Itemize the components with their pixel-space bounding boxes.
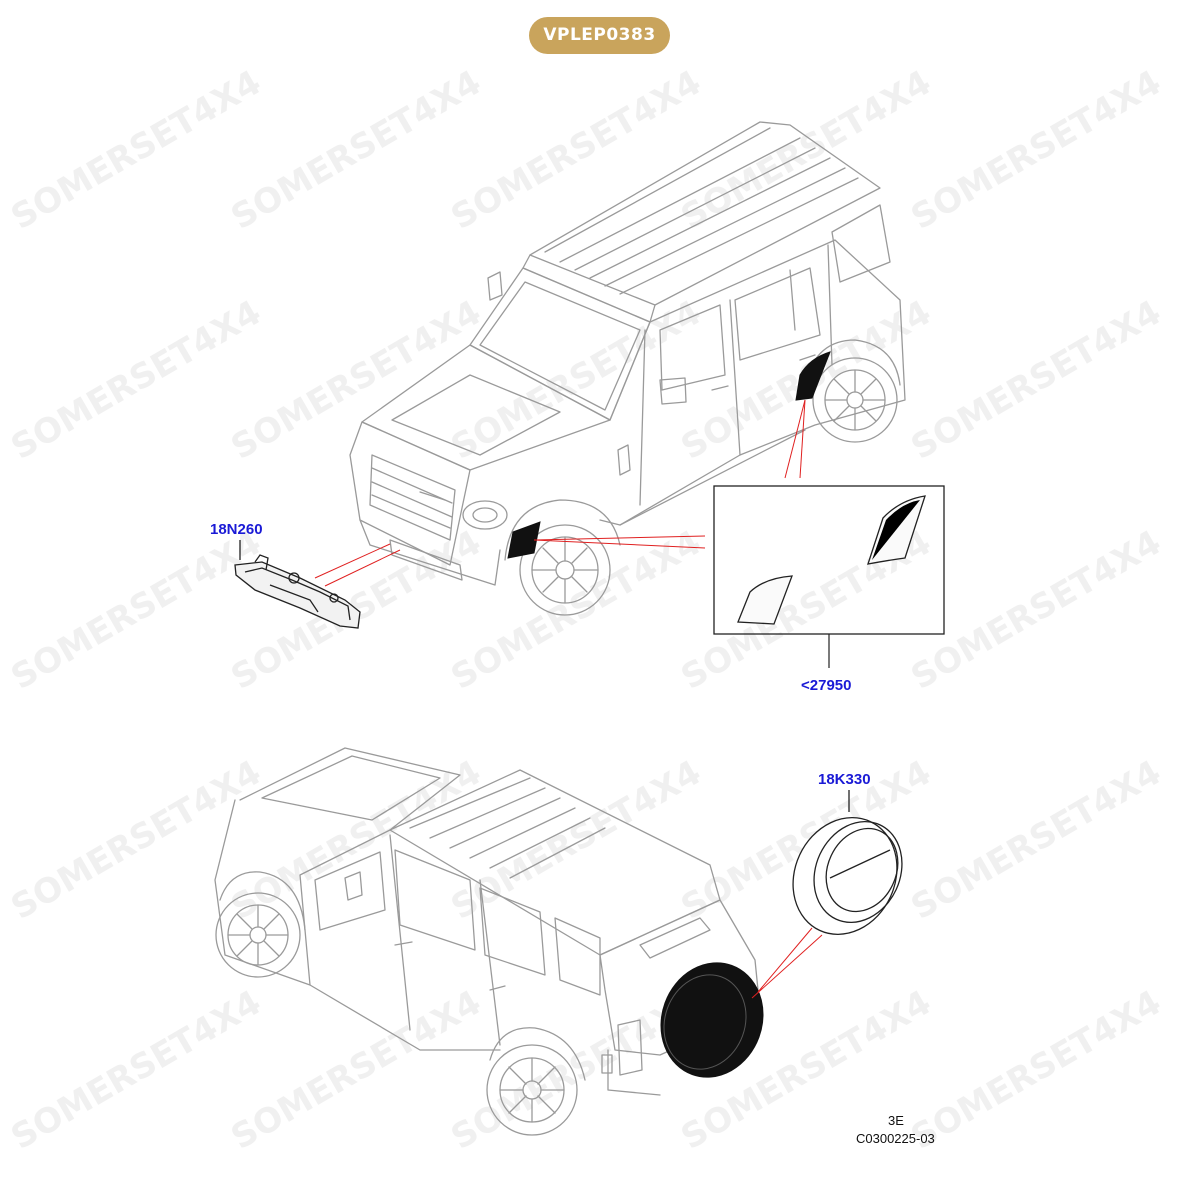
- part-18k330-spare-cover: [792, 790, 903, 935]
- front-arch-trim: [507, 521, 541, 559]
- watermark-text: SOMERSET4X4: [445, 523, 708, 698]
- watermark-text: SOMERSET4X4: [445, 63, 708, 238]
- leader-lines-bottom: [751, 927, 823, 999]
- watermark-text: SOMERSET4X4: [905, 293, 1168, 468]
- spare-wheel-cover-on-vehicle: [660, 962, 764, 1078]
- leader-lines-top: [314, 399, 806, 587]
- part-18n260-bracket: [234, 540, 361, 629]
- callout-18n260[interactable]: 18N260: [210, 521, 263, 538]
- vehicle-front-view: [349, 121, 906, 616]
- watermark-text: SOMERSET4X4: [675, 63, 938, 238]
- watermark-text: SOMERSET4X4: [445, 753, 708, 928]
- footer-line-2: C0300225-03: [856, 1131, 935, 1146]
- inset-box-27950: [713, 485, 945, 668]
- footer-line-1: 3E: [888, 1113, 904, 1128]
- vehicle-rear-view: [214, 747, 761, 1136]
- diagram-code-badge: VPLEP0383: [529, 17, 670, 54]
- watermark-text: SOMERSET4X4: [905, 63, 1168, 238]
- watermark-text: SOMERSET4X4: [905, 983, 1168, 1158]
- callout-18k330[interactable]: 18K330: [818, 771, 871, 788]
- watermark-text: SOMERSET4X4: [905, 753, 1168, 928]
- rear-arch-trim: [795, 351, 831, 401]
- callout-27950[interactable]: <27950: [801, 677, 852, 694]
